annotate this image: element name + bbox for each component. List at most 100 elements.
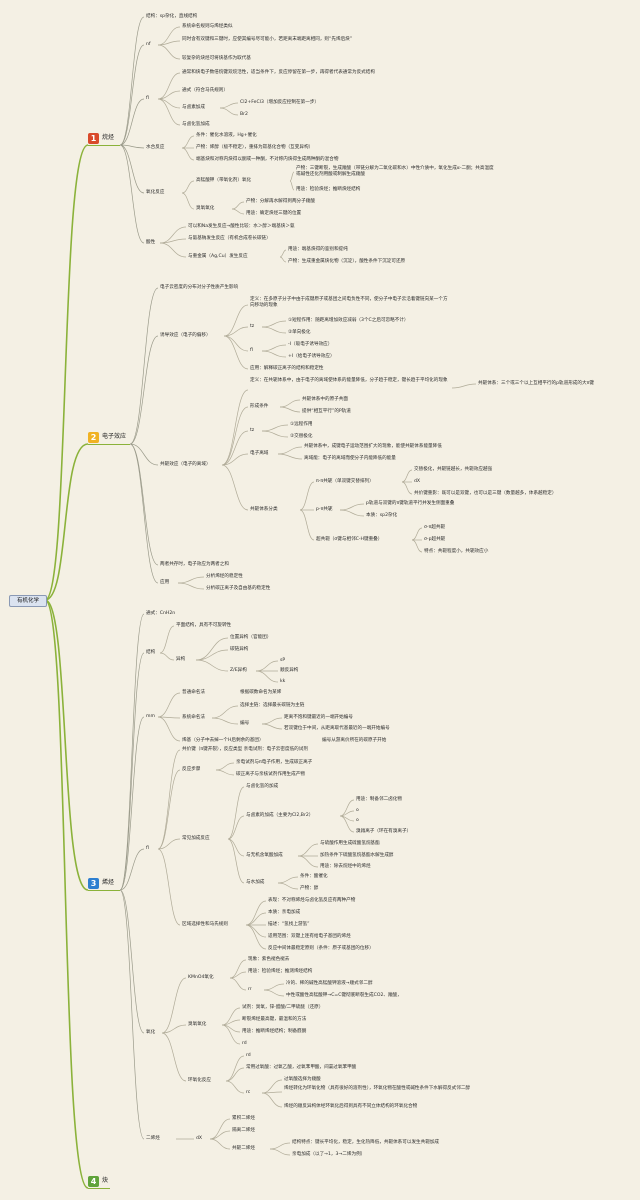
node-yh-o[interactable]: 臭氧氧化 bbox=[188, 1022, 207, 1027]
node-hy-3[interactable]: 特点：共轭程度小，共轭效应小 bbox=[424, 549, 489, 554]
node-fl-cy[interactable]: 常见加成反应 bbox=[182, 836, 210, 841]
node-fl-qy[interactable]: 区域选择性和马氏规则 bbox=[182, 922, 228, 927]
node-cj-form-1[interactable]: 共轭体系中的原子共面 bbox=[302, 397, 348, 402]
node-hh-rc2[interactable]: 烯烃转化为环氧化物（具有很好的溶剂性），环氧化物在酸性或碱性条件下水解得反式邻二… bbox=[284, 1086, 471, 1091]
node-yh-rr1[interactable]: 冷的、稀的碱性高锰酸钾溶液→顺式邻二醇 bbox=[286, 981, 373, 986]
node-cj-form[interactable]: 形成条件 bbox=[250, 404, 269, 409]
node-fl-3b[interactable]: Br2 bbox=[240, 112, 248, 117]
node-cj-form-2[interactable]: 提供“相互平行”的P轨道 bbox=[302, 409, 351, 414]
node-fl-bz[interactable]: 反应步骤 bbox=[182, 767, 201, 772]
node-mm-2[interactable]: 系统命名法 bbox=[182, 715, 205, 720]
node-ex-3a[interactable]: 结构特点：键长平均化，稳定，生化热降低，共轭体系可以发生共轭加成 bbox=[292, 1140, 440, 1145]
node-yh-rr2[interactable]: 中性或酸性高锰酸钾→C=C键彻底断裂生成CO2、羧酸， bbox=[286, 993, 402, 998]
node-pipi-2[interactable]: dX bbox=[414, 479, 421, 484]
node-app[interactable]: 应用 bbox=[160, 580, 170, 585]
node-mm-3a[interactable]: 编号从游离价所在的碳原子开始 bbox=[322, 738, 387, 743]
node-in-fl-2[interactable]: +I（给电子诱导效应） bbox=[288, 354, 335, 359]
node-hh-rc3[interactable]: 烯烃的顺反异构体经环氧化后得到具有不同立体结构的环氧化合物 bbox=[284, 1104, 418, 1109]
node-mm-2b[interactable]: 编号 bbox=[240, 721, 250, 726]
node-yg-3a[interactable]: sP bbox=[280, 658, 286, 663]
node-fl-cy-2a[interactable]: 用途：制备邻二卤化物 bbox=[356, 797, 402, 802]
node-fl-cy-4b[interactable]: 产物：醇 bbox=[300, 886, 319, 891]
node-fl-cy-2b[interactable]: o bbox=[356, 808, 359, 813]
node-acidity[interactable]: 酸性 bbox=[146, 240, 156, 245]
root-node[interactable]: 有机化学 bbox=[9, 595, 47, 607]
node-fl-qy-1[interactable]: 表现：不对称烯烃与卤化氢反应有两种产物 bbox=[268, 898, 356, 903]
node-ac-1[interactable]: 可以和Na发生反应→酸性比较：水＞醇＞端基炔＞氨 bbox=[188, 224, 295, 229]
node-fl-cy-3[interactable]: 与无机含氧酸加成 bbox=[246, 853, 283, 858]
node-hy-2[interactable]: 产物：烯醇（极不稳定），重排为羰基化合物（互变异构） bbox=[196, 145, 314, 150]
node-ac-3a[interactable]: 用途：端基炔得的鉴别和提纯 bbox=[288, 247, 348, 252]
node-ex-dx[interactable]: dX bbox=[196, 1136, 203, 1141]
node-fl-cy-4[interactable]: 与水加成 bbox=[246, 880, 265, 885]
node-hh[interactable]: 环氧化反应 bbox=[188, 1078, 211, 1083]
node-hh-rc[interactable]: rc bbox=[246, 1090, 251, 1095]
node-ac-2[interactable]: 与氨基钠发生反应（有机合成卷长碳链） bbox=[188, 236, 271, 241]
node-cj-dl-2[interactable]: 离域能：电子的离域而使分子内能降低的能量 bbox=[304, 456, 396, 461]
node-yh-k2[interactable]: 用途：检验烯烃；推测烯烃结构 bbox=[248, 969, 313, 974]
node-cj-dl[interactable]: 电子离域 bbox=[250, 451, 269, 456]
node-ox-1[interactable]: 高锰酸钾（带氧化剂）氧化 bbox=[196, 178, 252, 183]
node-fl-cy-2c[interactable]: o bbox=[356, 818, 359, 823]
node-cj-tz-1[interactable]: ①远程作用 bbox=[290, 422, 313, 427]
node-nf-1[interactable]: 系统命名规则与烯烃类似 bbox=[182, 24, 233, 29]
node-pipi-3[interactable]: 共价键重影：既可以是双键，也可以是三键（数量越多，体系越稳定） bbox=[414, 491, 557, 496]
node-ox-2a[interactable]: 产物：分解再水解得到两分子羧酸 bbox=[246, 199, 315, 204]
node-yg[interactable]: 异构 bbox=[176, 657, 186, 662]
node-ex-3[interactable]: 共轭二烯烃 bbox=[232, 1146, 255, 1151]
node-fl-3[interactable]: 与卤素加成 bbox=[182, 105, 205, 110]
node-in-tz-2[interactable]: ②单向极化 bbox=[288, 330, 311, 335]
node-fl-cy-3a[interactable]: 与硫酸作用生成硫酸氢烷基酯 bbox=[320, 841, 380, 846]
node-fl-1[interactable]: 通常和炔电子数倍烷键双烷活性，适当条件下，反应停留在第一步，再得者代表通常为反式… bbox=[182, 70, 375, 75]
node-fl-2[interactable]: 通式（符合马氏规则） bbox=[182, 88, 228, 93]
node-in-tz-1[interactable]: ①短程作用：随距离增加效应减弱（3个C之后可忽略不计） bbox=[288, 318, 409, 323]
node-hh-rc1[interactable]: 过氧酸选择为羧酸 bbox=[284, 1077, 321, 1082]
node-cj-tz[interactable]: tz bbox=[250, 428, 255, 433]
node-jg-1[interactable]: 平面结构，具有不可旋转性 bbox=[176, 623, 232, 628]
node-ac-3[interactable]: 与重金属（Ag,Cu）发生反应 bbox=[188, 254, 248, 259]
node-in-tz[interactable]: tz bbox=[250, 324, 255, 329]
node-fl-yz[interactable]: 共价键（π键开裂），反应类型 亲电试剂：电子云密度低的试剂 bbox=[182, 747, 308, 752]
node-fl-qy-2[interactable]: 本质：亲电加成 bbox=[268, 910, 301, 915]
node-fl-qy-3[interactable]: 描述：“氢找上游氢” bbox=[268, 922, 310, 927]
node-in-fl[interactable]: fl bbox=[250, 348, 253, 353]
node-mm[interactable]: mm bbox=[146, 714, 155, 719]
node-fl-cy-3b[interactable]: 加热条件下硫酸氢烷基酯水解生成醇 bbox=[320, 853, 394, 858]
node-ppi-2[interactable]: 本质：sp2杂化 bbox=[366, 513, 398, 518]
node-pipi[interactable]: π-π共轭（单双键交替排列） bbox=[316, 479, 374, 484]
node-mm-1a[interactable]: 根据碳数命名为某烯 bbox=[240, 690, 282, 695]
node-fl[interactable]: fl bbox=[146, 96, 149, 101]
node-fl-bz-1[interactable]: 亲电试剂与π电子作用，生成碳正离子 bbox=[236, 760, 313, 765]
node-coexist[interactable]: 两者共存时，电子效应为两者之和 bbox=[160, 562, 229, 567]
node-cj-def[interactable]: 定义：在共轭体系中，由于电子的离域使体系的能量降低，分子趋于稳定，键长趋于平均化… bbox=[250, 378, 448, 383]
node-ac-3b[interactable]: 产物：生成重金属炔化物（沉淀），酸性条件下沉淀可还原 bbox=[288, 259, 406, 264]
node-cj-sys[interactable]: 共轭体系：三个或三个以上互相平行的p轨道形成的大π键 bbox=[478, 381, 594, 386]
node-nf-2[interactable]: 同时含有双键和三键时，应使其编号尽可能小，若距离末端距离相同，则“先烯后炔” bbox=[182, 37, 353, 42]
node-fl[interactable]: fl bbox=[146, 846, 149, 851]
node-yg-3c[interactable]: kk bbox=[280, 679, 286, 684]
node-ox-1a[interactable]: 产物：三键断裂，生成羧酸（带链分解为二氧化碳和水）中性介质中，氧化生成α-二酮；… bbox=[296, 166, 494, 177]
node-yh-o1[interactable]: 试剂：臭氧，锌-醋酸/二甲硫醚（还原） bbox=[242, 1005, 324, 1010]
node-mm-2a[interactable]: 选择主链：选择最长碳链为主链 bbox=[240, 703, 305, 708]
node-hy-1[interactable]: 条件：催化水溶液，Hg+催化 bbox=[196, 133, 257, 138]
node-formula[interactable]: 通式：CnH2n bbox=[146, 611, 176, 616]
node-mm-2c[interactable]: 距离不饱和键最近的一端开始编号 bbox=[284, 715, 353, 720]
node-intro[interactable]: 电子云密度的分布对分子性质产生影响 bbox=[160, 285, 239, 290]
node-fl-4[interactable]: 与卤化氢加成 bbox=[182, 122, 210, 127]
node-hh-2[interactable]: 常用过氧酸：过氧乙酸，过氧苯甲酸，间氯过氧苯甲酸 bbox=[246, 1065, 357, 1070]
node-yg-2[interactable]: 碳链异构 bbox=[230, 647, 249, 652]
node-fl-cy-2[interactable]: 与卤素的加成（主要为Cl2,Br2） bbox=[246, 813, 314, 818]
node-hyperconjugation[interactable]: 超共轭（σ键与相邻C-H键重叠） bbox=[316, 537, 383, 542]
node-fl-qy-5[interactable]: 反应中间体最稳定原则（条件：原子或基团的位移） bbox=[268, 946, 374, 951]
node-yh-k1[interactable]: 现象：紫色褪色褪去 bbox=[248, 957, 290, 962]
node-ox-1b[interactable]: 用途：检验炔烃；推断炔烃结构 bbox=[296, 187, 361, 192]
node-hydration[interactable]: 水合反应 bbox=[146, 145, 165, 150]
node-hy-1[interactable]: σ-π超共轭 bbox=[424, 525, 446, 530]
node-cj-cls[interactable]: 共轭体系分类 bbox=[250, 507, 278, 512]
node-dienes[interactable]: 二烯烃 bbox=[146, 1136, 160, 1141]
node-hy-3[interactable]: 端基炔和对称内炔得以酮或一种酮，不对称内炔得生成两种酮的混合物 bbox=[196, 157, 339, 162]
